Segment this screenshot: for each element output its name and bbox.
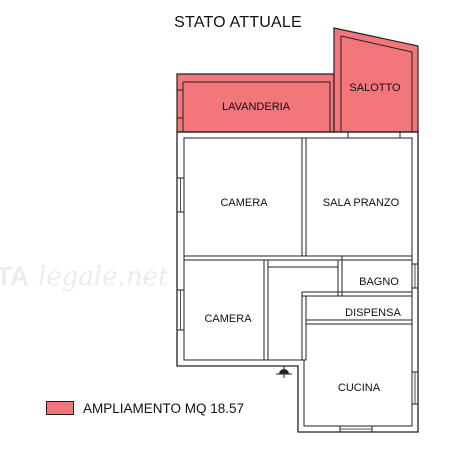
room-label-cucina: CUCINA	[338, 382, 381, 394]
walls	[176, 131, 419, 433]
watermark-text: legale.net	[38, 262, 169, 292]
room-label-camera-top: CAMERA	[220, 197, 268, 209]
room-label-salotto: SALOTTO	[349, 82, 401, 94]
legend-label: AMPLIAMENTO MQ 18.57	[83, 400, 245, 416]
legend: AMPLIAMENTO MQ 18.57	[46, 399, 244, 417]
room-label-bagno: BAGNO	[359, 276, 399, 288]
plan-title: STATO ATTUALE	[174, 14, 302, 31]
room-label-sala-pranzo: SALA PRANZO	[323, 197, 400, 209]
watermark-caps: TA	[0, 261, 29, 291]
legend-swatch	[46, 401, 74, 415]
room-label-dispensa: DISPENSA	[345, 307, 401, 319]
room-label-lavanderia: LAVANDERIA	[222, 101, 291, 113]
extension-area	[176, 27, 419, 133]
entrance-icon	[276, 366, 292, 378]
room-label-camera-bottom: CAMERA	[204, 313, 252, 325]
